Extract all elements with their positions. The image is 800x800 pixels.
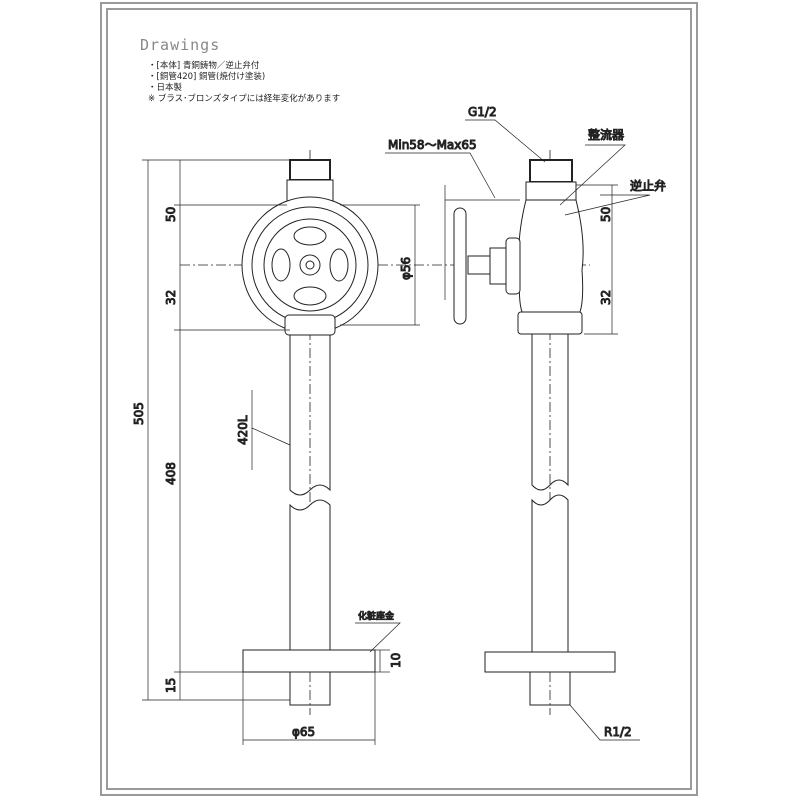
dim-base: 15 bbox=[164, 678, 178, 693]
dim-flange: 10 bbox=[389, 653, 403, 668]
drawings-title: Drawings bbox=[140, 36, 221, 54]
dim-upper: 50 bbox=[164, 207, 178, 222]
dim-total: 505 bbox=[132, 402, 146, 425]
dim-lower: 32 bbox=[164, 290, 178, 305]
label-phi56: φ56 bbox=[399, 257, 413, 280]
note-body: ・[本体] 青銅鋳物／逆止弁付 bbox=[148, 61, 260, 71]
note-origin: ・日本製 bbox=[148, 83, 183, 93]
outer-frame bbox=[100, 2, 698, 796]
dim-right-upper: 50 bbox=[599, 207, 613, 222]
label-escutcheon: 化粧座金 bbox=[358, 610, 394, 622]
label-check-valve: 逆止弁 bbox=[630, 178, 666, 193]
label-rectifier: 整流器 bbox=[588, 127, 624, 142]
dim-right-lower: 32 bbox=[599, 290, 613, 305]
front-view bbox=[241, 159, 379, 706]
label-g12: G1/2 bbox=[468, 105, 497, 119]
dim-pipe: 408 bbox=[164, 462, 178, 485]
label-420l: 420L bbox=[236, 415, 250, 445]
note-pipe: ・[銅管420] 銅管(焼付け塗装) bbox=[148, 72, 266, 82]
label-min-max: Min58～Max65 bbox=[388, 138, 477, 152]
note-aging: ※ ブラス･ブロンズタイプには経年変化があります bbox=[148, 94, 341, 104]
label-r12: R1/2 bbox=[604, 725, 632, 739]
dimension-lines bbox=[142, 119, 651, 745]
side-view bbox=[453, 159, 616, 706]
label-phi65: φ65 bbox=[292, 725, 315, 739]
inner-frame bbox=[106, 8, 692, 790]
spec-notes: ・[本体] 青銅鋳物／逆止弁付 ・[銅管420] 銅管(焼付け塗装) ・日本製 … bbox=[148, 61, 340, 105]
